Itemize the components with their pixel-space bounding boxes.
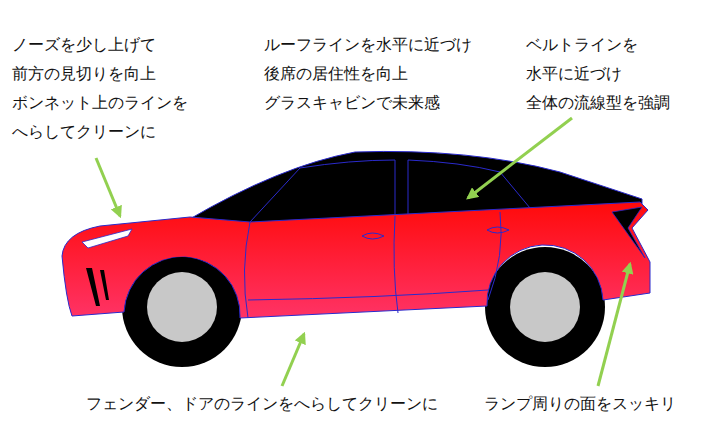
tire bbox=[132, 257, 232, 357]
wheel-arch bbox=[485, 247, 605, 367]
window-frame bbox=[408, 160, 530, 214]
tail-lamp bbox=[612, 207, 645, 258]
door-handle bbox=[362, 233, 384, 239]
leader-arrow bbox=[282, 334, 304, 386]
tire bbox=[495, 257, 595, 357]
window-frame bbox=[250, 160, 395, 222]
leader-arrow bbox=[468, 118, 572, 198]
leader-arrow bbox=[598, 264, 630, 386]
callout-text: フェンダー、ドアのラインをへらしてクリーンに bbox=[86, 389, 438, 418]
wheel-rim bbox=[147, 272, 217, 342]
callout-text: ランプ周りの面をスッキリ bbox=[484, 389, 676, 418]
leader-arrow bbox=[96, 158, 120, 216]
callout-text: ルーフラインを水平に近づけ 後席の居住性を向上 グラスキャビンで未来感 bbox=[264, 30, 496, 117]
wheel-rim bbox=[510, 272, 580, 342]
callout-text: ノーズを少し上げて 前方の見切りを向上 ボンネット上のラインを へらしてクリーン… bbox=[12, 30, 212, 146]
front-grille bbox=[86, 268, 109, 306]
callout-text: ベルトラインを 水平に近づけ 全体の流線型を強調 bbox=[526, 30, 694, 117]
headlight bbox=[82, 229, 132, 248]
door-handle bbox=[487, 227, 509, 233]
door-line bbox=[244, 212, 501, 318]
